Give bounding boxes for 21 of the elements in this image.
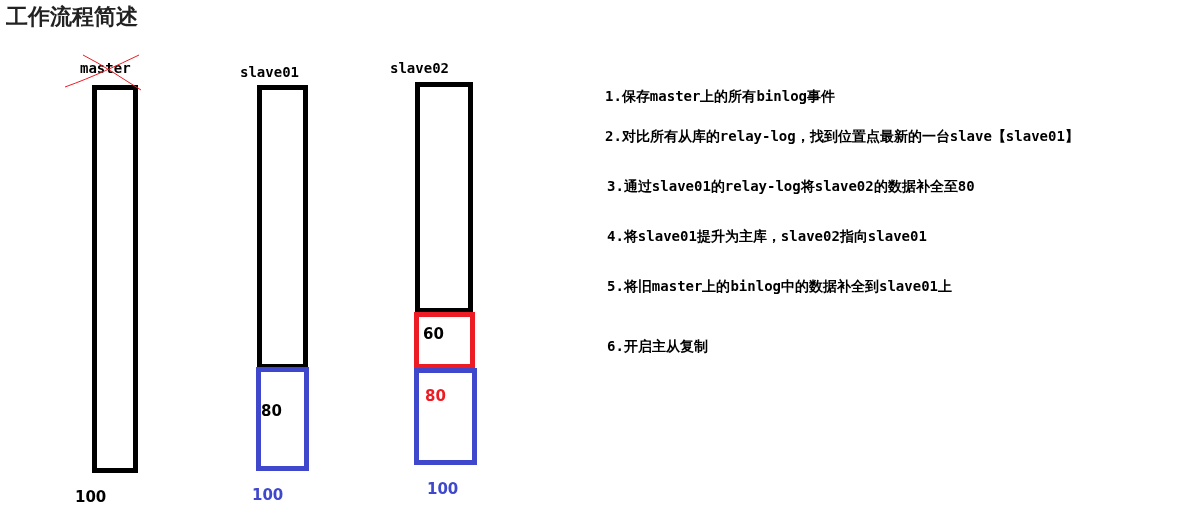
step-text: 4.将slave01提升为主库，slave02指向slave01 — [607, 228, 927, 246]
value-label: 80 — [425, 387, 446, 405]
title: 工作流程简述 — [6, 3, 138, 31]
value-label: 100 — [75, 488, 107, 506]
data-box — [414, 368, 477, 465]
step-text: 6.开启主从复制 — [607, 338, 708, 356]
bar-outline — [257, 85, 308, 369]
step-text: 3.通过slave01的relay-log将slave02的数据补全至80 — [607, 178, 975, 196]
value-label: 60 — [423, 325, 444, 343]
data-box — [414, 312, 475, 369]
value-label: 100 — [252, 486, 284, 504]
bar-outline — [92, 85, 138, 473]
data-box — [256, 367, 309, 471]
step-text: 2.对比所有从库的relay-log，找到位置点最新的一台slave【slave01】 — [605, 128, 1079, 146]
step-text: 5.将旧master上的binlog中的数据补全到slave01上 — [607, 278, 952, 296]
value-label: 100 — [427, 480, 459, 498]
bar-label: slave01 — [240, 64, 299, 80]
value-label: 80 — [261, 402, 282, 420]
bar-outline — [415, 82, 473, 313]
step-text: 1.保存master上的所有binlog事件 — [605, 88, 835, 106]
bar-label: slave02 — [390, 60, 449, 76]
